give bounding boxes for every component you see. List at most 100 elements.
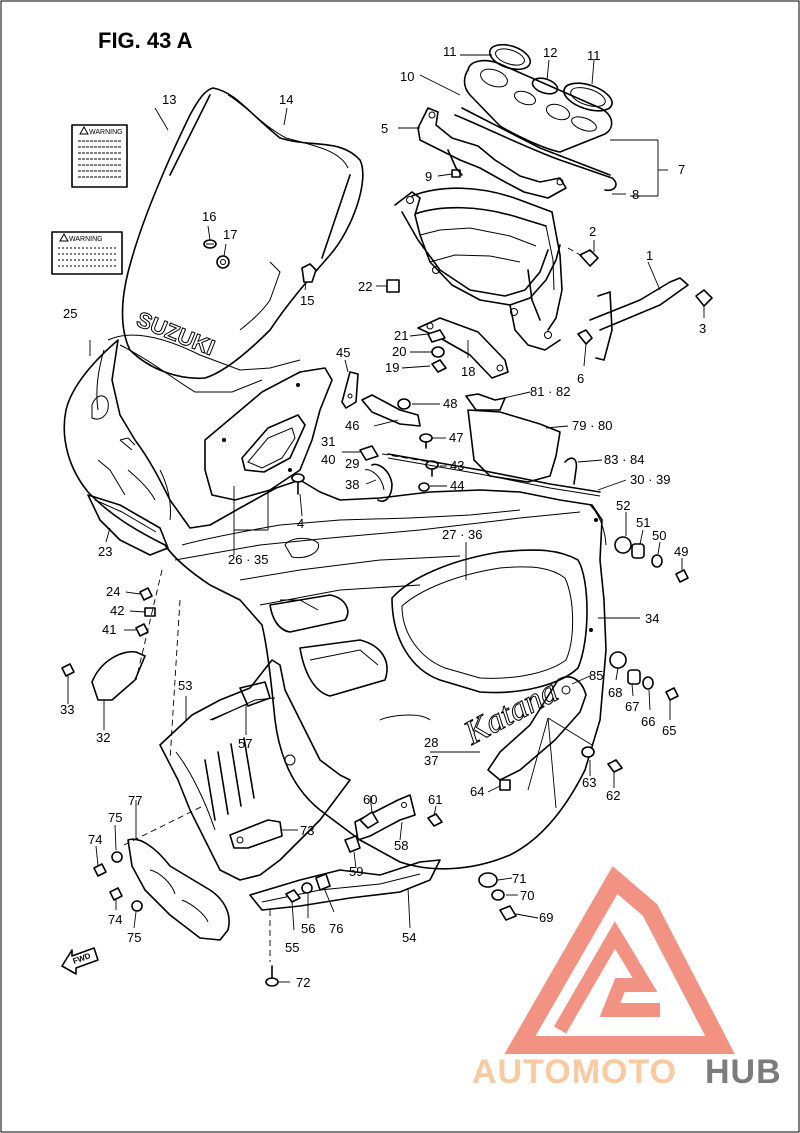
katana-decal: Katana — [458, 672, 565, 752]
side-bracket-77 — [127, 838, 230, 941]
callout: 50 — [652, 528, 666, 543]
bracket-58 — [354, 794, 416, 841]
callout: 32 — [96, 730, 110, 745]
nut-63 — [581, 746, 595, 758]
screw-16 — [203, 239, 217, 249]
callout: 53 — [178, 678, 192, 693]
washer-66 — [642, 676, 654, 690]
fwd-arrow: FWD — [61, 947, 99, 975]
callout: 33 — [60, 702, 74, 717]
windscreen: SUZUKI — [121, 87, 364, 380]
callout: 55 — [285, 940, 299, 955]
callout: 57 — [238, 736, 252, 751]
callout: 10 — [400, 69, 414, 84]
screw-24 — [139, 587, 153, 601]
watermark-text-secondary: HUB — [705, 1053, 782, 1091]
callout: 44 — [450, 478, 464, 493]
callout: 40 — [321, 452, 335, 467]
callout: 66 — [641, 714, 655, 729]
callout: 13 — [162, 92, 176, 107]
callout: 70 — [520, 888, 534, 903]
callout: 20 — [392, 344, 406, 359]
figure-title: FIG. 43 A — [98, 28, 193, 53]
lower-fairing — [159, 659, 351, 881]
bracket-46 — [361, 394, 421, 427]
washer-50 — [651, 554, 663, 568]
warning-label-86: WARNING — [51, 231, 123, 275]
bolt-6 — [577, 329, 593, 345]
grommet-22 — [386, 279, 400, 293]
callout-labels: 11 12 11 10 5 9 7 8 13 14 16 17 15 22 2 … — [60, 44, 706, 990]
callout: 77 — [128, 793, 142, 808]
watermark-logo-icon — [504, 866, 735, 1054]
clip-38 — [359, 445, 379, 461]
callout: 48 — [443, 396, 457, 411]
bracket-73 — [229, 819, 283, 849]
callout: 16 — [202, 209, 216, 224]
callout: 61 — [428, 792, 442, 807]
screw-61 — [427, 813, 443, 827]
callout: 65 — [662, 723, 676, 738]
warning-label-86-text: WARNING — [69, 236, 103, 243]
warning-label-78-text: WARNING — [89, 129, 123, 136]
under-cowl-54 — [249, 859, 441, 911]
screw-4 — [291, 473, 305, 495]
callout: 9 — [425, 169, 432, 184]
callout: 22 — [358, 279, 372, 294]
watermark-text-primary: AUTOMOTO — [472, 1053, 677, 1091]
bracket-18 — [417, 317, 509, 379]
callout: 75 — [108, 810, 122, 825]
trim-83 — [564, 457, 578, 485]
callout: 56 — [301, 921, 315, 936]
screw-65 — [665, 687, 679, 701]
callout: 63 — [582, 775, 596, 790]
screw-47 — [419, 433, 433, 449]
callout: 43 — [450, 458, 464, 473]
callout: 64 — [470, 784, 484, 799]
callout: 24 — [106, 584, 120, 599]
callout: 15 — [300, 293, 314, 308]
callout: 18 — [461, 364, 475, 379]
air-duct-23 — [87, 494, 169, 556]
callout: 6 — [577, 371, 584, 386]
callout: 60 — [363, 792, 377, 807]
trim-29 — [364, 463, 393, 502]
callout: 30 · 39 — [630, 472, 670, 487]
callout: 83 · 84 — [604, 452, 644, 467]
bracket-45 — [341, 371, 359, 409]
automotohub-watermark: AUTOMOTO HUB — [472, 866, 782, 1091]
callout: 4 — [297, 516, 304, 531]
callout: 1 — [646, 248, 653, 263]
callout: 26 · 35 — [228, 552, 268, 567]
callout: 27 · 36 — [442, 527, 482, 542]
callout: 76 — [329, 921, 343, 936]
callout: 17 — [223, 227, 237, 242]
callout: 42 — [110, 603, 124, 618]
small-parts-19-20-21 — [427, 329, 447, 373]
callout: 45 — [336, 345, 350, 360]
fairing-brace — [394, 187, 689, 361]
callout: 62 — [606, 788, 620, 803]
callout: 11 — [443, 44, 457, 59]
windscreen-brand-decal: SUZUKI — [133, 306, 218, 360]
callout: 59 — [349, 864, 363, 879]
callout: 19 — [385, 360, 399, 375]
collar-51 — [631, 543, 645, 559]
callout: 23 — [98, 544, 112, 559]
callout: 58 — [394, 838, 408, 853]
bolt-3 — [695, 289, 713, 307]
grommet-68 — [609, 651, 627, 669]
callout: 67 — [625, 699, 639, 714]
callout: 8 — [632, 187, 639, 202]
grommet-52 — [614, 536, 632, 554]
callout: 72 — [296, 975, 310, 990]
callout: 73 — [300, 823, 314, 838]
callout: 7 — [678, 162, 685, 177]
callout: 38 — [345, 477, 359, 492]
callout: 31 — [321, 434, 335, 449]
callout: 25 — [63, 306, 77, 321]
clip-64 — [499, 779, 511, 791]
callout: 54 — [402, 930, 416, 945]
washers-74-75 — [93, 851, 143, 912]
